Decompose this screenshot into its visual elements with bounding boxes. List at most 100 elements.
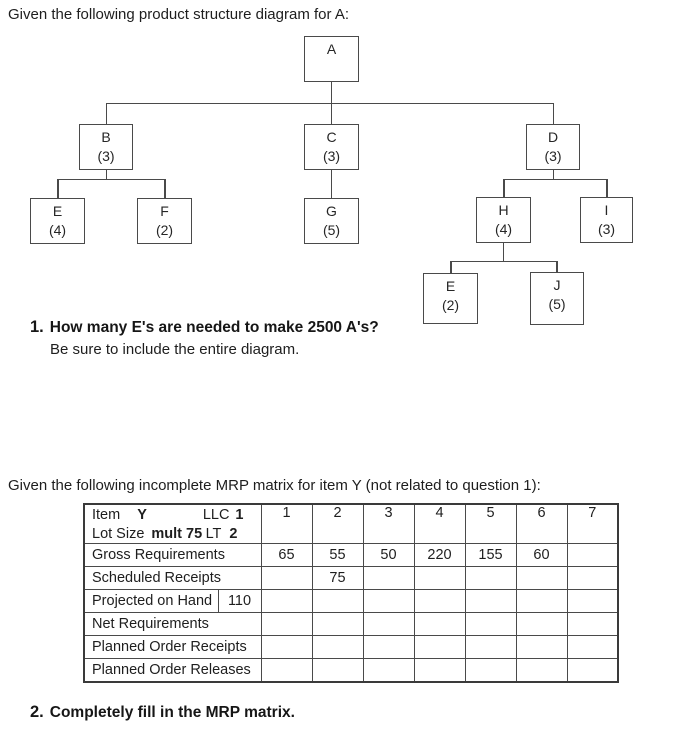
node-label: E xyxy=(445,278,456,294)
mrp-cell xyxy=(260,658,313,682)
connector-line xyxy=(552,170,554,180)
mrp-cell: 55 xyxy=(311,543,364,567)
node-qty: (4) xyxy=(494,221,513,237)
node-label: C xyxy=(326,129,337,145)
mrp-cell xyxy=(515,612,568,636)
connector-line xyxy=(606,179,608,197)
mrp-cell xyxy=(362,566,415,590)
connector-line xyxy=(556,261,558,272)
node-qty: (2) xyxy=(155,222,174,238)
node-qty: (5) xyxy=(322,222,341,238)
period-header-2: 2 xyxy=(311,503,364,544)
connector-line xyxy=(164,179,166,198)
mrp-cell xyxy=(566,543,619,567)
mrp-cell xyxy=(566,589,619,613)
lot-size-value: mult 75 xyxy=(151,526,203,542)
connector-line xyxy=(450,260,557,262)
period-header-6: 6 xyxy=(515,503,568,544)
question-1: 1.How many E's are needed to make 2500 A… xyxy=(30,318,379,337)
connector-line xyxy=(450,261,452,273)
period-header-4: 4 xyxy=(413,503,466,544)
row-label: Projected on Hand xyxy=(92,593,213,609)
mrp-cell xyxy=(566,658,619,682)
tree-node-H: H (4) xyxy=(476,197,531,243)
mrp-cell xyxy=(260,635,313,659)
mrp-cell xyxy=(515,635,568,659)
mrp-row-projected-on-hand: Projected on Hand 110 xyxy=(83,589,619,613)
mrp-cell xyxy=(413,635,466,659)
tree-node-C: C (3) xyxy=(304,124,359,170)
mrp-cell: 75 xyxy=(311,566,364,590)
mrp-matrix-table: Item Y LLC 1 Lot Size mult 75 LT 2 1 xyxy=(83,503,619,683)
row-label-cell: Planned Order Receipts xyxy=(83,635,262,659)
llc-value: 1 xyxy=(235,507,244,523)
mrp-cell: 50 xyxy=(362,543,415,567)
tree-node-A: A xyxy=(304,36,359,82)
connector-line xyxy=(105,170,107,180)
mrp-cell: 220 xyxy=(413,543,466,567)
row-label: Planned Order Receipts xyxy=(92,639,247,655)
mrp-row-scheduled-receipts: Scheduled Receipts 75 xyxy=(83,566,619,590)
mrp-cell xyxy=(566,635,619,659)
node-label: E xyxy=(52,203,63,219)
on-hand-value: 110 xyxy=(217,590,261,612)
question-2-number: 2. xyxy=(30,703,44,721)
mrp-cell xyxy=(362,612,415,636)
tree-node-E2: E (2) xyxy=(423,273,478,324)
row-label: Gross Requirements xyxy=(92,547,225,563)
item-value: Y xyxy=(137,507,147,523)
mrp-row-planned-order-releases: Planned Order Releases xyxy=(83,658,619,682)
period-header-7: 7 xyxy=(566,503,619,544)
tree-node-J: J (5) xyxy=(530,272,584,325)
tree-node-G: G (5) xyxy=(304,198,359,244)
mrp-cell xyxy=(311,658,364,682)
connector-line xyxy=(503,179,505,197)
node-label: G xyxy=(326,203,337,219)
mrp-row-net-requirements: Net Requirements xyxy=(83,612,619,636)
question-1-number: 1. xyxy=(30,318,44,336)
tree-node-I: I (3) xyxy=(580,197,633,243)
node-label: I xyxy=(604,202,609,218)
mrp-cell xyxy=(464,589,517,613)
mrp-cell xyxy=(515,589,568,613)
node-qty: (3) xyxy=(97,148,115,164)
row-label-cell: Planned Order Releases xyxy=(83,658,262,682)
node-qty: (5) xyxy=(548,296,566,312)
mrp-row-planned-order-receipts: Planned Order Receipts xyxy=(83,635,619,659)
tree-intro-text: Given the following product structure di… xyxy=(8,6,350,23)
node-label: B xyxy=(101,129,111,145)
lt-label: LT xyxy=(205,526,222,542)
period-header-5: 5 xyxy=(464,503,517,544)
item-label: Item xyxy=(92,507,121,523)
mrp-cell: 155 xyxy=(464,543,517,567)
mrp-cell xyxy=(413,589,466,613)
mrp-cell xyxy=(566,566,619,590)
mrp-intro-text: Given the following incomplete MRP matri… xyxy=(8,477,541,494)
connector-line xyxy=(503,178,607,180)
connector-line xyxy=(57,178,165,180)
row-label-cell: Scheduled Receipts xyxy=(83,566,262,590)
row-label: Planned Order Releases xyxy=(92,661,251,678)
mrp-cell xyxy=(413,612,466,636)
node-qty: (2) xyxy=(441,297,460,313)
mrp-item-info-cell: Item Y LLC 1 Lot Size mult 75 LT 2 xyxy=(83,503,262,544)
mrp-cell: 60 xyxy=(515,543,568,567)
connector-line xyxy=(57,179,59,198)
period-header-1: 1 xyxy=(260,503,313,544)
period-header-3: 3 xyxy=(362,503,415,544)
node-qty: (3) xyxy=(544,148,562,164)
mrp-cell xyxy=(464,635,517,659)
connector-line xyxy=(105,103,107,124)
lot-size-label: Lot Size xyxy=(92,526,145,542)
node-label: A xyxy=(326,41,337,57)
connector-line xyxy=(552,103,554,124)
row-label-cell: Gross Requirements xyxy=(83,543,262,567)
mrp-cell xyxy=(413,658,466,682)
lt-value: 2 xyxy=(229,526,238,542)
mrp-cell xyxy=(260,566,313,590)
tree-node-B: B (3) xyxy=(79,124,133,170)
mrp-row-gross-requirements: Gross Requirements 65 55 50 220 155 60 xyxy=(83,543,619,567)
connector-line xyxy=(330,170,332,198)
tree-node-D: D (3) xyxy=(526,124,580,170)
